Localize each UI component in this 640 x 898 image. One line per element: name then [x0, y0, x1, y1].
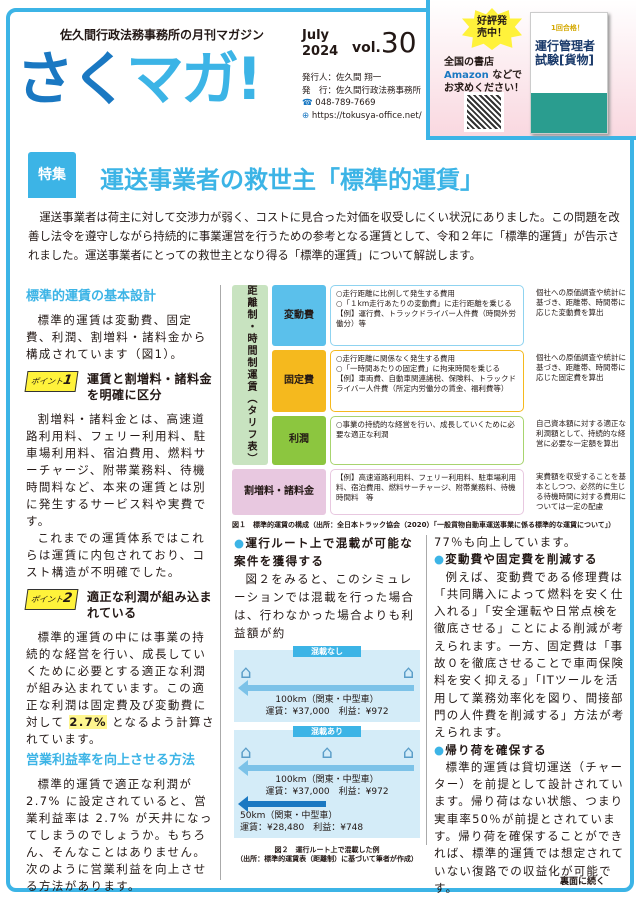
route-arrow-short: [237, 796, 327, 812]
warehouse-truck-icon: ⌂: [402, 742, 414, 763]
warehouse-truck-icon: ⌂: [321, 742, 333, 763]
fig1-row-desc: ○走行距離に比例して発生する費用 ○「１km走行あたりの変動費」に走行距離を乗じ…: [330, 285, 524, 347]
bullet-icon: ●: [434, 742, 446, 757]
panel-no-consolidation: 混載なし ⌂⌂ 100km（関東・中型車） 運賃：¥37,000 利益：¥972: [234, 646, 420, 722]
globe-icon: ⊕: [302, 110, 310, 121]
phone-number: 048-789-7669: [315, 98, 376, 108]
publisher-info: 発行人：佐久間 翔一 発 行：佐久間行政法務事務所 ☎ 048-789-7669…: [302, 73, 422, 121]
fig1-row-key: 変動費: [272, 285, 326, 347]
fig1-row-key: 利潤: [272, 415, 326, 465]
fig1-row-result: 実費額を収受することを基本としつつ、必然的に生じる待機時間に対する費用については…: [536, 472, 626, 511]
bullet-icon: ●: [434, 552, 446, 567]
feature-title: 運送事業者の救世主「標準的運賃」: [100, 166, 484, 194]
right-column: 77％も向上しています。 ●変動費や固定費を削減する 例えば、変動費である修理費…: [434, 535, 625, 895]
highlight-2-7: 2.7%: [69, 715, 107, 729]
logo: さくマガ!: [16, 45, 262, 113]
route-arrow: [238, 680, 414, 696]
bullet-icon: ●: [234, 536, 246, 550]
panel-consolidation: 混載あり ⌂⌂⌂ 100km（関東・中型車） 運賃：¥37,000 利益：¥97…: [234, 726, 420, 838]
fig1-side-label: 距離制・時間制運賃（タリフ表）: [232, 285, 268, 465]
fig1-row-result: 自己資本額に対する適正な利潤額として、持続的な経営に必要な一定額を算出: [536, 418, 626, 448]
middle-column: ●運行ルート上で混載が可能な案件を獲得する 図２をみると、このシミュレーションで…: [234, 536, 415, 640]
fig1-row-desc: ○事業の持続的な経営を行い、成長していくために必要な適正な利潤: [330, 415, 524, 465]
left-column: 標準的運賃の基本設計 標準的運賃は変動費、固定費、利潤、割増料・諸料金から構成さ…: [24, 289, 216, 893]
fig1-caption: 図１ 標準的運賃の構成（出所：全日本トラック協会（2020）「一般貨物自動車運送…: [232, 521, 616, 529]
fig1-row-key: 割増料・諸料金: [232, 469, 326, 515]
continued-on-back: 裏面に続く: [560, 877, 606, 887]
warehouse-truck-icon: ⌂: [240, 662, 252, 683]
section-heading: 営業利益率を向上させる方法: [26, 753, 196, 768]
fig1-row-result: 個社への原価調査や統計に基づき、距離帯、時間帯に応じた変動費を算出: [536, 288, 626, 317]
intro-paragraph: 運送事業者は荷主に対して交渉力が弱く、コストに見合った対価を収受しにくい状況にあ…: [28, 210, 620, 262]
column-divider: [426, 535, 427, 845]
phone-icon: ☎: [302, 98, 313, 108]
warehouse-truck-icon: ⌂: [402, 662, 414, 683]
section-heading: 標準的運賃の基本設計: [26, 289, 157, 304]
page-frame: [6, 8, 634, 892]
book-cover: 1回合格！運行管理者試験[貨物]: [530, 12, 608, 134]
qr-code[interactable]: [464, 92, 504, 132]
figure-1: 距離制・時間制運賃（タリフ表） 変動費○走行距離に比例して発生する費用 ○「１k…: [232, 285, 630, 530]
tagline: 佐久間行政法務事務所の月刊マガジン: [60, 28, 265, 42]
volume: vol.30: [352, 26, 417, 59]
fig1-row-result: 個社への原価調査や統計に基づき、距離帯、時間帯に応じた固定費を算出: [536, 353, 626, 383]
column-divider: [220, 285, 221, 880]
website-link[interactable]: https://tokusya-office.net/: [311, 110, 422, 121]
middle-column-wrapper: ●運行ルート上で混載が可能な案件を獲得する 図２をみると、このシミュレーションで…: [234, 534, 420, 864]
fig1-row-desc: ○走行距離に関係なく発生する費用 ○「一時間あたりの固定費」に拘束時間を乗じる …: [330, 350, 524, 412]
route-arrow: [238, 760, 414, 776]
warehouse-truck-icon: ⌂: [240, 742, 252, 763]
figure-2: 混載なし ⌂⌂ 100km（関東・中型車） 運賃：¥37,000 利益：¥972…: [234, 646, 420, 864]
fig1-row-desc: 【例】高速道路利用料、フェリー利用料、駐車場利用料、宿泊費用、燃料サーチャージ、…: [330, 469, 524, 515]
feature-badge: 特集: [28, 152, 76, 198]
fig1-row-key: 固定費: [272, 350, 326, 412]
